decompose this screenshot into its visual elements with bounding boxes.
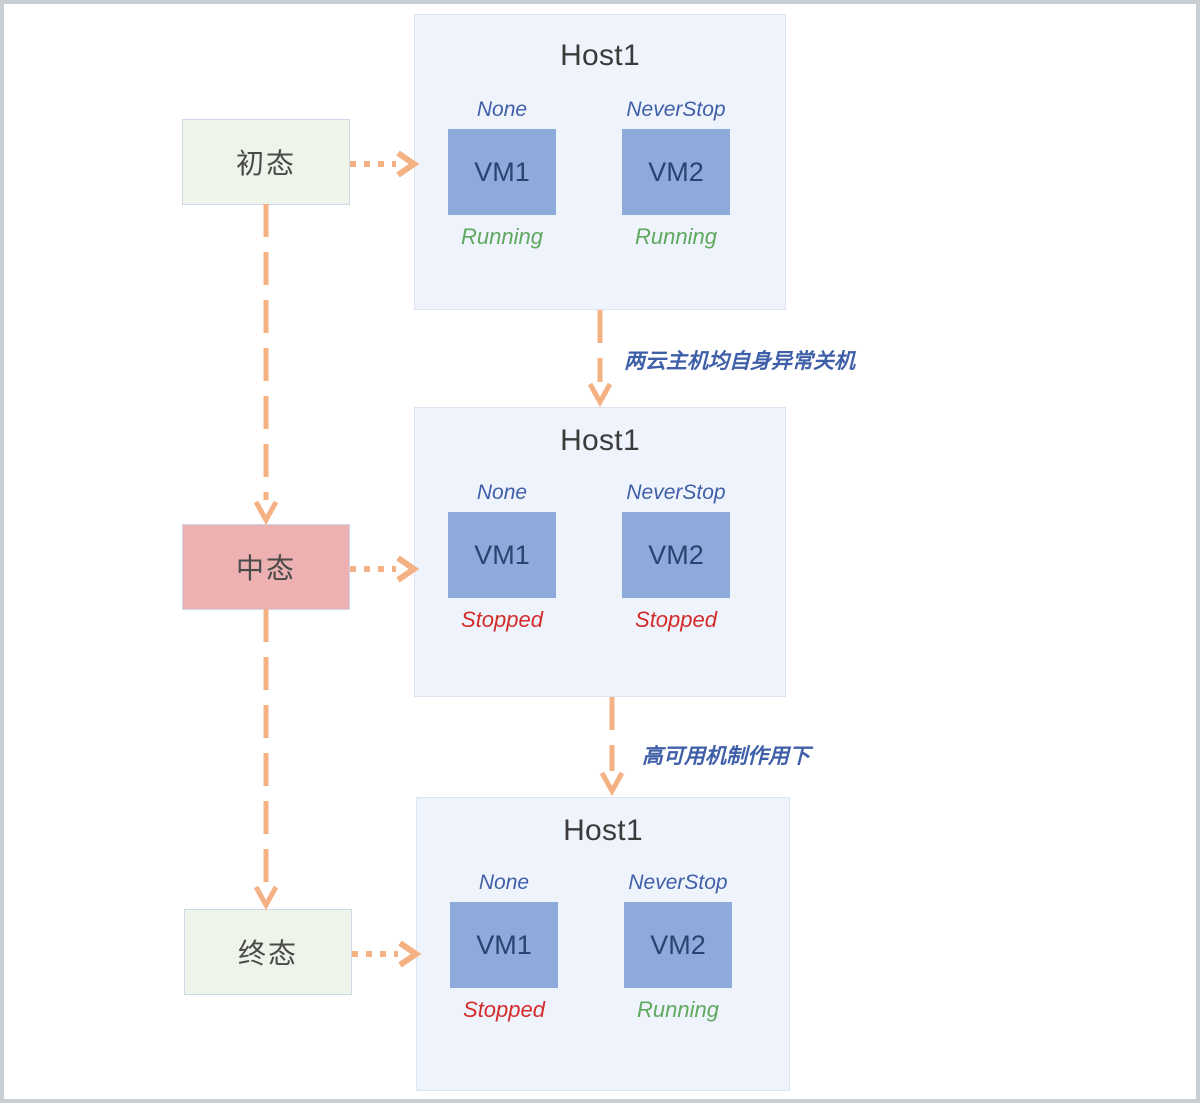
vm-state-label: Running [637,997,719,1022]
vm-box[interactable]: VM2 [622,129,730,215]
host-title-stage-2: Host1 [560,424,640,457]
vm-state-label: Running [635,224,717,249]
vm-name-label: VM1 [476,929,532,960]
vm-box[interactable]: VM1 [450,902,558,988]
vm-name-label: VM1 [474,539,530,570]
vm-name-label: VM2 [648,539,704,570]
vm-policy-label: None [476,98,528,121]
connector-stage1-to-stage2 [582,310,622,408]
vm-box[interactable]: VM2 [624,902,732,988]
transition-label-1: 两云主机均自身异常关机 [624,350,855,373]
vm-group-stage-3-vm2: NeverStop VM2 Running [624,872,732,1021]
vm-name-label: VM2 [650,929,706,960]
connector-final-to-host1 [352,938,422,970]
vm-state-label: Stopped [635,607,717,632]
state-box-initial[interactable]: 初态 [182,119,350,205]
vm-group-stage-1-vm1: None VM1 Running [448,99,556,248]
vm-policy-label: NeverStop [628,871,728,894]
vm-policy-label: None [478,871,530,894]
vm-group-stage-3-vm1: None VM1 Stopped [450,872,558,1021]
connector-initial-to-host1 [350,148,420,180]
vm-state-label: Stopped [463,997,545,1022]
vm-box[interactable]: VM2 [622,512,730,598]
state-box-label: 终态 [237,938,298,969]
vm-group-stage-2-vm1: None VM1 Stopped [448,482,556,631]
vm-policy-label: None [476,481,528,504]
host-title-stage-1: Host1 [560,39,640,72]
vm-group-stage-1-vm2: NeverStop VM2 Running [622,99,730,248]
vm-group-stage-2-vm2: NeverStop VM2 Stopped [622,482,730,631]
vm-box[interactable]: VM1 [448,512,556,598]
connector-intermediate-to-final [247,609,287,911]
vm-state-label: Running [461,224,543,249]
vm-policy-label: NeverStop [626,98,726,121]
state-box-label: 中态 [235,553,296,584]
connector-intermediate-to-host1 [350,553,420,585]
vm-name-label: VM1 [474,156,530,187]
host-title-stage-3: Host1 [563,814,643,847]
connector-initial-to-intermediate [247,204,287,526]
vm-policy-label: NeverStop [626,481,726,504]
transition-label-2: 高可用机制作用下 [642,745,810,768]
host-panel-stage-3: Host1 None VM1 Stopped NeverStop VM2 Run… [416,797,790,1091]
host-panel-stage-1: Host1 None VM1 Running NeverStop VM2 Run… [414,14,786,310]
state-box-intermediate[interactable]: 中态 [182,524,350,610]
vm-box[interactable]: VM1 [448,129,556,215]
vm-name-label: VM2 [648,156,704,187]
state-box-label: 初态 [235,148,296,179]
host-panel-stage-2: Host1 None VM1 Stopped NeverStop VM2 Sto… [414,407,786,697]
vm-state-label: Stopped [461,607,543,632]
connector-stage2-to-stage3 [596,697,636,797]
state-box-final[interactable]: 终态 [184,909,352,995]
